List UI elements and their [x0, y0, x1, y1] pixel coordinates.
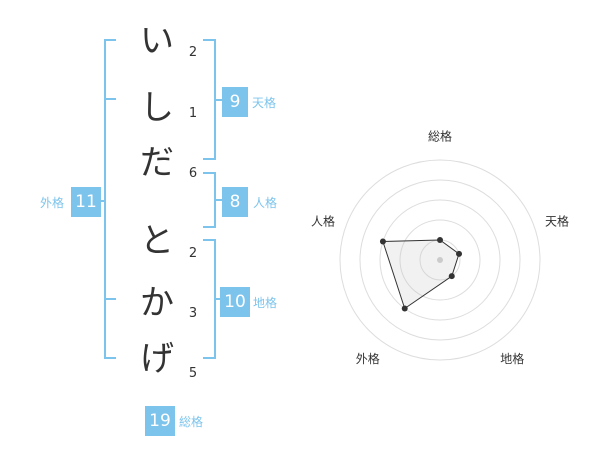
radar-axis-label: 地格 [500, 351, 524, 366]
radar-ring [379, 199, 501, 321]
bracket-tick [104, 98, 116, 100]
name-char: げ [140, 339, 174, 379]
gaikaku-bracket [104, 39, 116, 359]
chikaku-label: 地格 [253, 296, 278, 310]
radar-axis-label: 天格 [545, 213, 569, 228]
soukaku-badge: 19 [145, 406, 175, 436]
bracket-tick [104, 298, 116, 300]
stroke-count: 5 [188, 366, 198, 381]
jinkaku-label: 人格 [253, 196, 278, 210]
radar-axis-label: 人格 [311, 213, 335, 228]
tenkaku-badge: 9 [222, 87, 248, 117]
radar-point [379, 238, 386, 245]
name-char: い [140, 21, 174, 61]
radar-ring [399, 219, 481, 301]
stroke-count: 2 [188, 246, 198, 261]
radar-point [401, 305, 408, 312]
radar-center [437, 257, 443, 263]
name-char: と [140, 221, 174, 261]
bracket-tick [214, 298, 222, 300]
stroke-count: 2 [188, 45, 198, 60]
radar-ring [359, 179, 521, 341]
bracket-tick [214, 99, 222, 101]
radar-point [448, 273, 455, 280]
jinkaku-badge: 8 [222, 187, 248, 217]
stroke-count: 6 [188, 166, 198, 181]
gaikaku-badge: 11 [71, 187, 101, 217]
name-char: だ [140, 143, 174, 183]
radar-axis-label: 外格 [356, 351, 380, 366]
bracket-tick [214, 199, 222, 201]
stroke-count: 1 [188, 106, 198, 121]
radar-polygon [382, 239, 460, 310]
radar-point [437, 237, 443, 243]
stroke-count: 3 [188, 306, 198, 321]
radar-axis-label: 総格 [428, 129, 452, 144]
tenkaku-label: 天格 [252, 96, 277, 110]
name-char: し [140, 88, 174, 128]
radar-ring [339, 159, 541, 361]
soukaku-label: 総格 [179, 415, 204, 429]
chikaku-badge: 10 [220, 287, 250, 317]
radar-point [456, 250, 463, 257]
gaikaku-label: 外格 [40, 196, 65, 210]
name-char: か [140, 283, 174, 323]
